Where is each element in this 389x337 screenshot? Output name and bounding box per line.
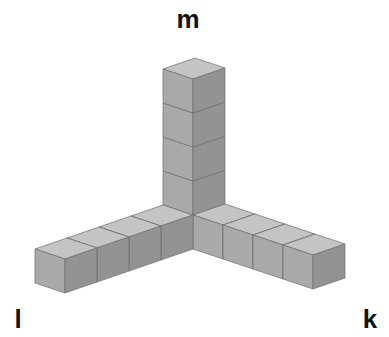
cube-face <box>161 215 193 260</box>
cube-face <box>163 69 193 113</box>
cube-face <box>65 248 97 293</box>
axis-label: l <box>14 306 21 332</box>
axis-label: m <box>176 6 199 32</box>
cube-face <box>97 237 129 282</box>
cube-face <box>283 245 313 289</box>
cube-face <box>223 225 253 269</box>
cube-face <box>129 226 161 271</box>
cube-face <box>193 68 225 113</box>
cube-face <box>313 244 345 289</box>
cube-face <box>193 215 223 259</box>
cube-face <box>253 235 283 279</box>
cube-face <box>35 249 65 293</box>
axis-label: k <box>363 306 377 332</box>
